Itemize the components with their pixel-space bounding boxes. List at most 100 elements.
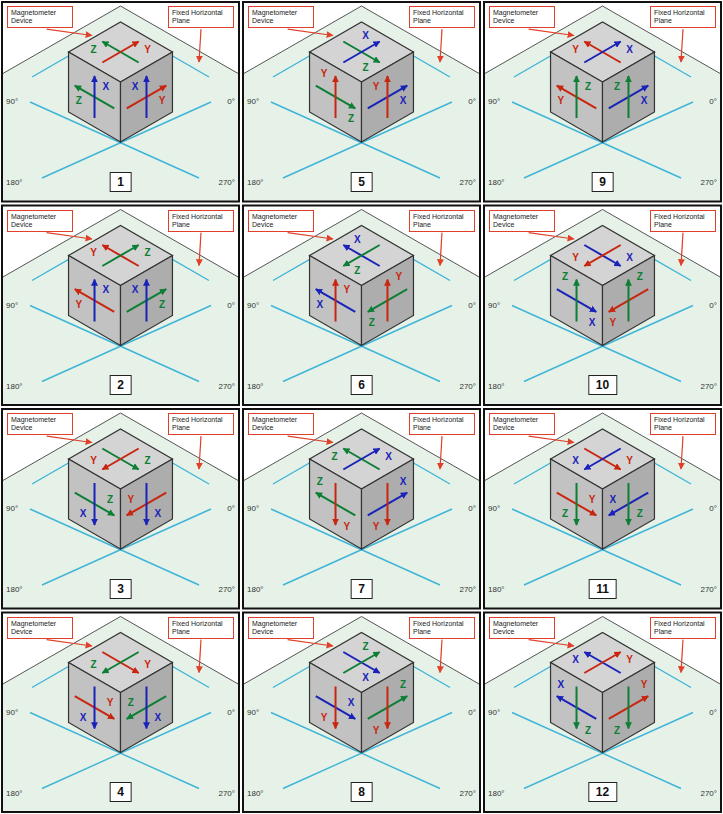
axis-letter: X	[558, 680, 565, 690]
axis-letter: X	[610, 495, 617, 505]
axis-arrow	[102, 42, 138, 63]
panel	[243, 206, 480, 406]
axis-arrow	[102, 245, 138, 266]
angle-label: 270°	[458, 790, 477, 798]
panel-border	[243, 613, 480, 813]
angle-label: 180°	[246, 179, 265, 187]
axis-letter: X	[572, 655, 579, 665]
plane-callout: Fixed Horizontal Plane	[409, 6, 475, 28]
node-text: 10	[596, 378, 609, 392]
plane-region	[484, 617, 721, 813]
axis-arrow	[584, 652, 620, 673]
panel-border	[2, 409, 239, 609]
axis-letter: Y	[572, 45, 579, 55]
panel	[2, 613, 239, 813]
angle-label: 90°	[246, 98, 260, 106]
cube-left-face	[551, 459, 603, 549]
panel-border	[2, 206, 239, 406]
panel	[484, 613, 721, 813]
axis-letter: Z	[144, 456, 150, 466]
plane-region	[243, 617, 480, 813]
axis-letter: X	[348, 698, 355, 708]
node-text: Magnetometer Device	[252, 620, 310, 636]
angle-label: 90°	[246, 709, 260, 717]
node-text: Fixed Horizontal Plane	[172, 416, 230, 432]
device-callout: Magnetometer Device	[7, 6, 73, 28]
angle-label: 270°	[699, 383, 718, 391]
node-text: Magnetometer Device	[252, 9, 310, 25]
axis-letter: X	[589, 318, 596, 328]
plane-callout: Fixed Horizontal Plane	[409, 413, 475, 435]
panel-border	[2, 613, 239, 813]
axis-letter: X	[317, 300, 324, 310]
axis-letter: X	[103, 82, 110, 92]
cube-left-face	[310, 256, 362, 346]
axis-letter: Y	[107, 698, 114, 708]
leader-line	[681, 233, 683, 266]
panel-border	[2, 2, 239, 202]
cube-right-face	[603, 459, 655, 549]
node-text: 11	[596, 582, 609, 596]
axis-arrow	[584, 449, 620, 470]
leader-line	[440, 436, 442, 469]
angle-label: 180°	[487, 383, 506, 391]
angle-label: 0°	[708, 98, 718, 106]
axis-letter: Z	[76, 96, 82, 106]
axis-letter: Y	[159, 96, 166, 106]
axis-letter: Y	[144, 45, 151, 55]
panel	[243, 2, 480, 202]
panel-number: 3	[109, 579, 132, 599]
axis-letter: Y	[373, 726, 380, 736]
axis-letter: Y	[90, 456, 97, 466]
axis-letter: Y	[626, 655, 633, 665]
panel-ground	[243, 409, 480, 609]
device-callout: Magnetometer Device	[489, 617, 555, 639]
plane-callout: Fixed Horizontal Plane	[650, 413, 716, 435]
node-text: Fixed Horizontal Plane	[413, 416, 471, 432]
axis-letter: Z	[585, 82, 591, 92]
axis-letter: X	[155, 713, 162, 723]
panel	[243, 613, 480, 813]
cube-left-face	[551, 256, 603, 346]
axis-letter: Y	[641, 680, 648, 690]
device-callout: Magnetometer Device	[248, 617, 314, 639]
axis-letter: Z	[614, 726, 620, 736]
plane-region	[2, 617, 239, 813]
leader-line	[47, 29, 92, 35]
panel-border	[484, 2, 721, 202]
leader-line	[529, 233, 574, 239]
axis-letter: Y	[572, 253, 579, 263]
cube-right-face	[603, 663, 655, 753]
panel	[2, 2, 239, 202]
leader-line	[199, 640, 201, 673]
axis-letter: Y	[76, 300, 83, 310]
axis-letter: X	[362, 673, 369, 683]
device-callout: Magnetometer Device	[248, 210, 314, 232]
leader-line	[529, 29, 574, 35]
node-text: Magnetometer Device	[11, 213, 69, 229]
leader-line	[199, 29, 201, 62]
panel-ground	[484, 613, 721, 813]
axis-letter: Z	[614, 82, 620, 92]
axis-arrow	[102, 652, 138, 673]
axis-arrow	[102, 652, 138, 673]
panel-ground	[2, 2, 239, 202]
axis-arrow	[584, 245, 620, 266]
cube-right-face	[121, 663, 173, 753]
device-callout: Magnetometer Device	[248, 413, 314, 435]
angle-label: 0°	[226, 302, 236, 310]
axis-arrow	[386, 76, 388, 118]
axis-letter: Y	[321, 713, 328, 723]
node-text: Magnetometer Device	[493, 416, 551, 432]
axis-letter: Y	[589, 495, 596, 505]
node-text: 6	[358, 378, 365, 392]
panel-number: 9	[591, 172, 614, 192]
angle-label: 180°	[487, 790, 506, 798]
angle-label: 0°	[708, 709, 718, 717]
axis-arrow	[102, 245, 138, 266]
angle-label: 270°	[458, 179, 477, 187]
axis-letter: X	[400, 96, 407, 106]
leader-line	[440, 29, 442, 62]
leader-line	[440, 233, 442, 266]
axis-letter: X	[80, 509, 87, 519]
